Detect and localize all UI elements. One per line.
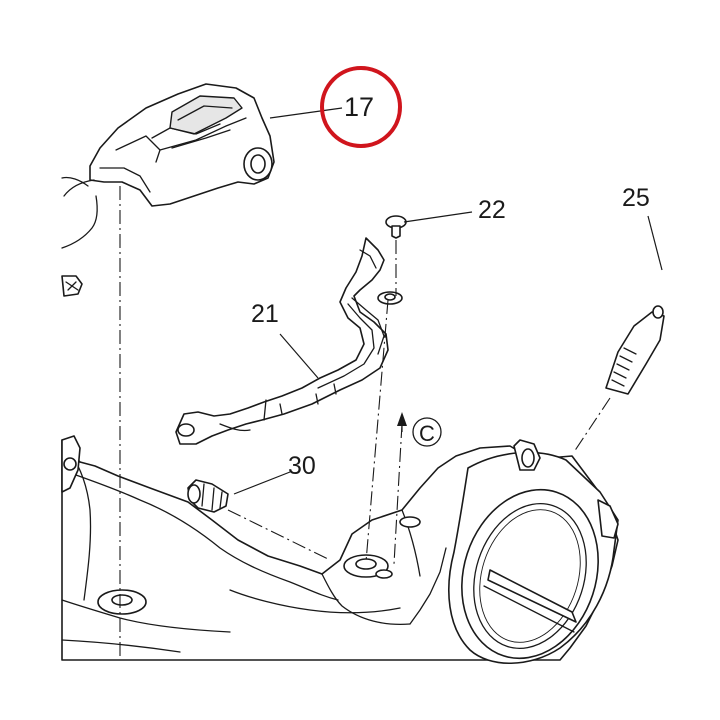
highlight-circle-17 [320, 66, 402, 148]
nozzle-ring [448, 439, 619, 665]
callout-25[interactable]: 25 [622, 184, 650, 212]
leader-lines [233, 107, 663, 495]
callout-17[interactable]: 17 [344, 92, 374, 122]
callout-21[interactable]: 21 [251, 300, 279, 328]
part-30-fitting [187, 479, 229, 513]
view-arrow [397, 412, 407, 432]
arrow-head-icon [397, 412, 407, 426]
view-marker-circle [412, 417, 442, 447]
part-22-screw [377, 215, 407, 305]
assembly-lines [119, 186, 611, 660]
part-25-rod [605, 305, 665, 395]
part-17-cover [63, 83, 275, 207]
callout-30[interactable]: 30 [288, 452, 316, 480]
callout-22[interactable]: 22 [478, 196, 506, 224]
part-21-bracket [175, 237, 389, 445]
view-marker-label: C [419, 421, 435, 446]
